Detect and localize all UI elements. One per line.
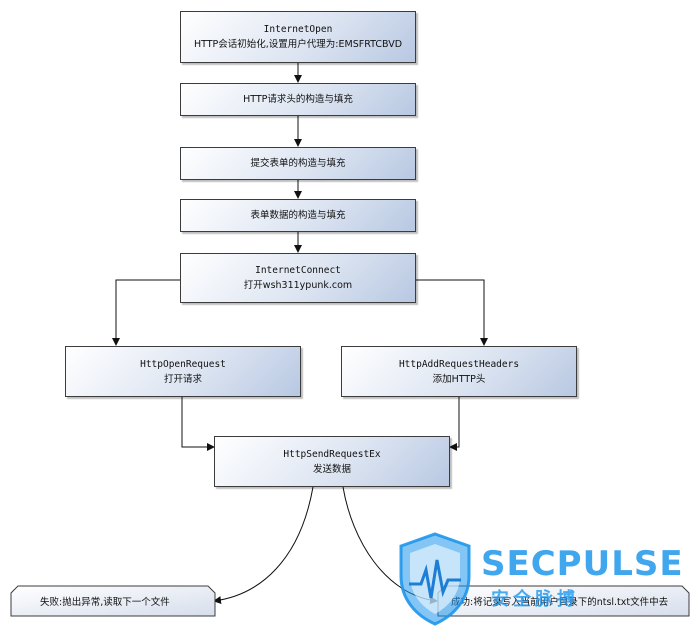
shield-logo-icon [399, 532, 471, 626]
node-desc: 表单数据的构造与填充 [250, 210, 346, 221]
node-desc: HTTP会话初始化,设置用户代理为:EMSFRTCBVD [193, 39, 403, 50]
node-desc: 提交表单的构造与填充 [250, 158, 346, 169]
node-title: InternetOpen [263, 24, 333, 35]
terminal-shape [10, 585, 216, 617]
edge-openrequest-to-send [181, 397, 215, 451]
node-internet-connect: InternetConnect 打开wsh311ypunk.com [180, 253, 416, 303]
edge-connect-to-addheaders [414, 279, 488, 346]
node-http-add-headers: HttpAddRequestHeaders 添加HTTP头 [341, 346, 577, 397]
secpulse-watermark: SECPULSE 安全脉搏 [395, 530, 700, 626]
node-title: HttpAddRequestHeaders [398, 358, 520, 370]
edge-send-to-fail [213, 486, 314, 605]
node-title: HttpOpenRequest [140, 358, 226, 370]
node-title: HttpSendRequestEx [283, 448, 381, 460]
node-http-send: HttpSendRequestEx 发送数据 [214, 436, 450, 487]
node-desc: 添加HTTP头 [432, 373, 486, 385]
node-form-submit: 提交表单的构造与填充 [180, 147, 416, 180]
node-http-header: HTTP请求头的构造与填充 [180, 83, 416, 116]
edge-connect-to-openrequest [112, 279, 180, 346]
node-http-open-request: HttpOpenRequest 打开请求 [65, 346, 301, 397]
edge-addheaders-to-send [449, 397, 460, 451]
node-form-data: 表单数据的构造与填充 [180, 199, 416, 232]
terminal-success-label: 成功:将记录写入当前用户目录下的ntsl.txt文件中去 [451, 597, 669, 608]
terminal-fail: 失败:抛出异常,读取下一个文件 [10, 585, 216, 617]
watermark-brand: SECPULSE [481, 544, 684, 584]
node-desc: 打开wsh311ypunk.com [243, 280, 353, 291]
node-desc: 发送数据 [312, 463, 351, 475]
node-desc: 打开请求 [163, 373, 202, 385]
terminal-fail-label: 失败:抛出异常,读取下一个文件 [40, 597, 170, 608]
watermark-sub: 安全脉搏 [491, 589, 579, 610]
node-internet-open: InternetOpen HTTP会话初始化,设置用户代理为:EMSFRTCBV… [180, 11, 416, 63]
node-title: InternetConnect [255, 265, 341, 276]
node-desc: HTTP请求头的构造与填充 [243, 94, 353, 105]
